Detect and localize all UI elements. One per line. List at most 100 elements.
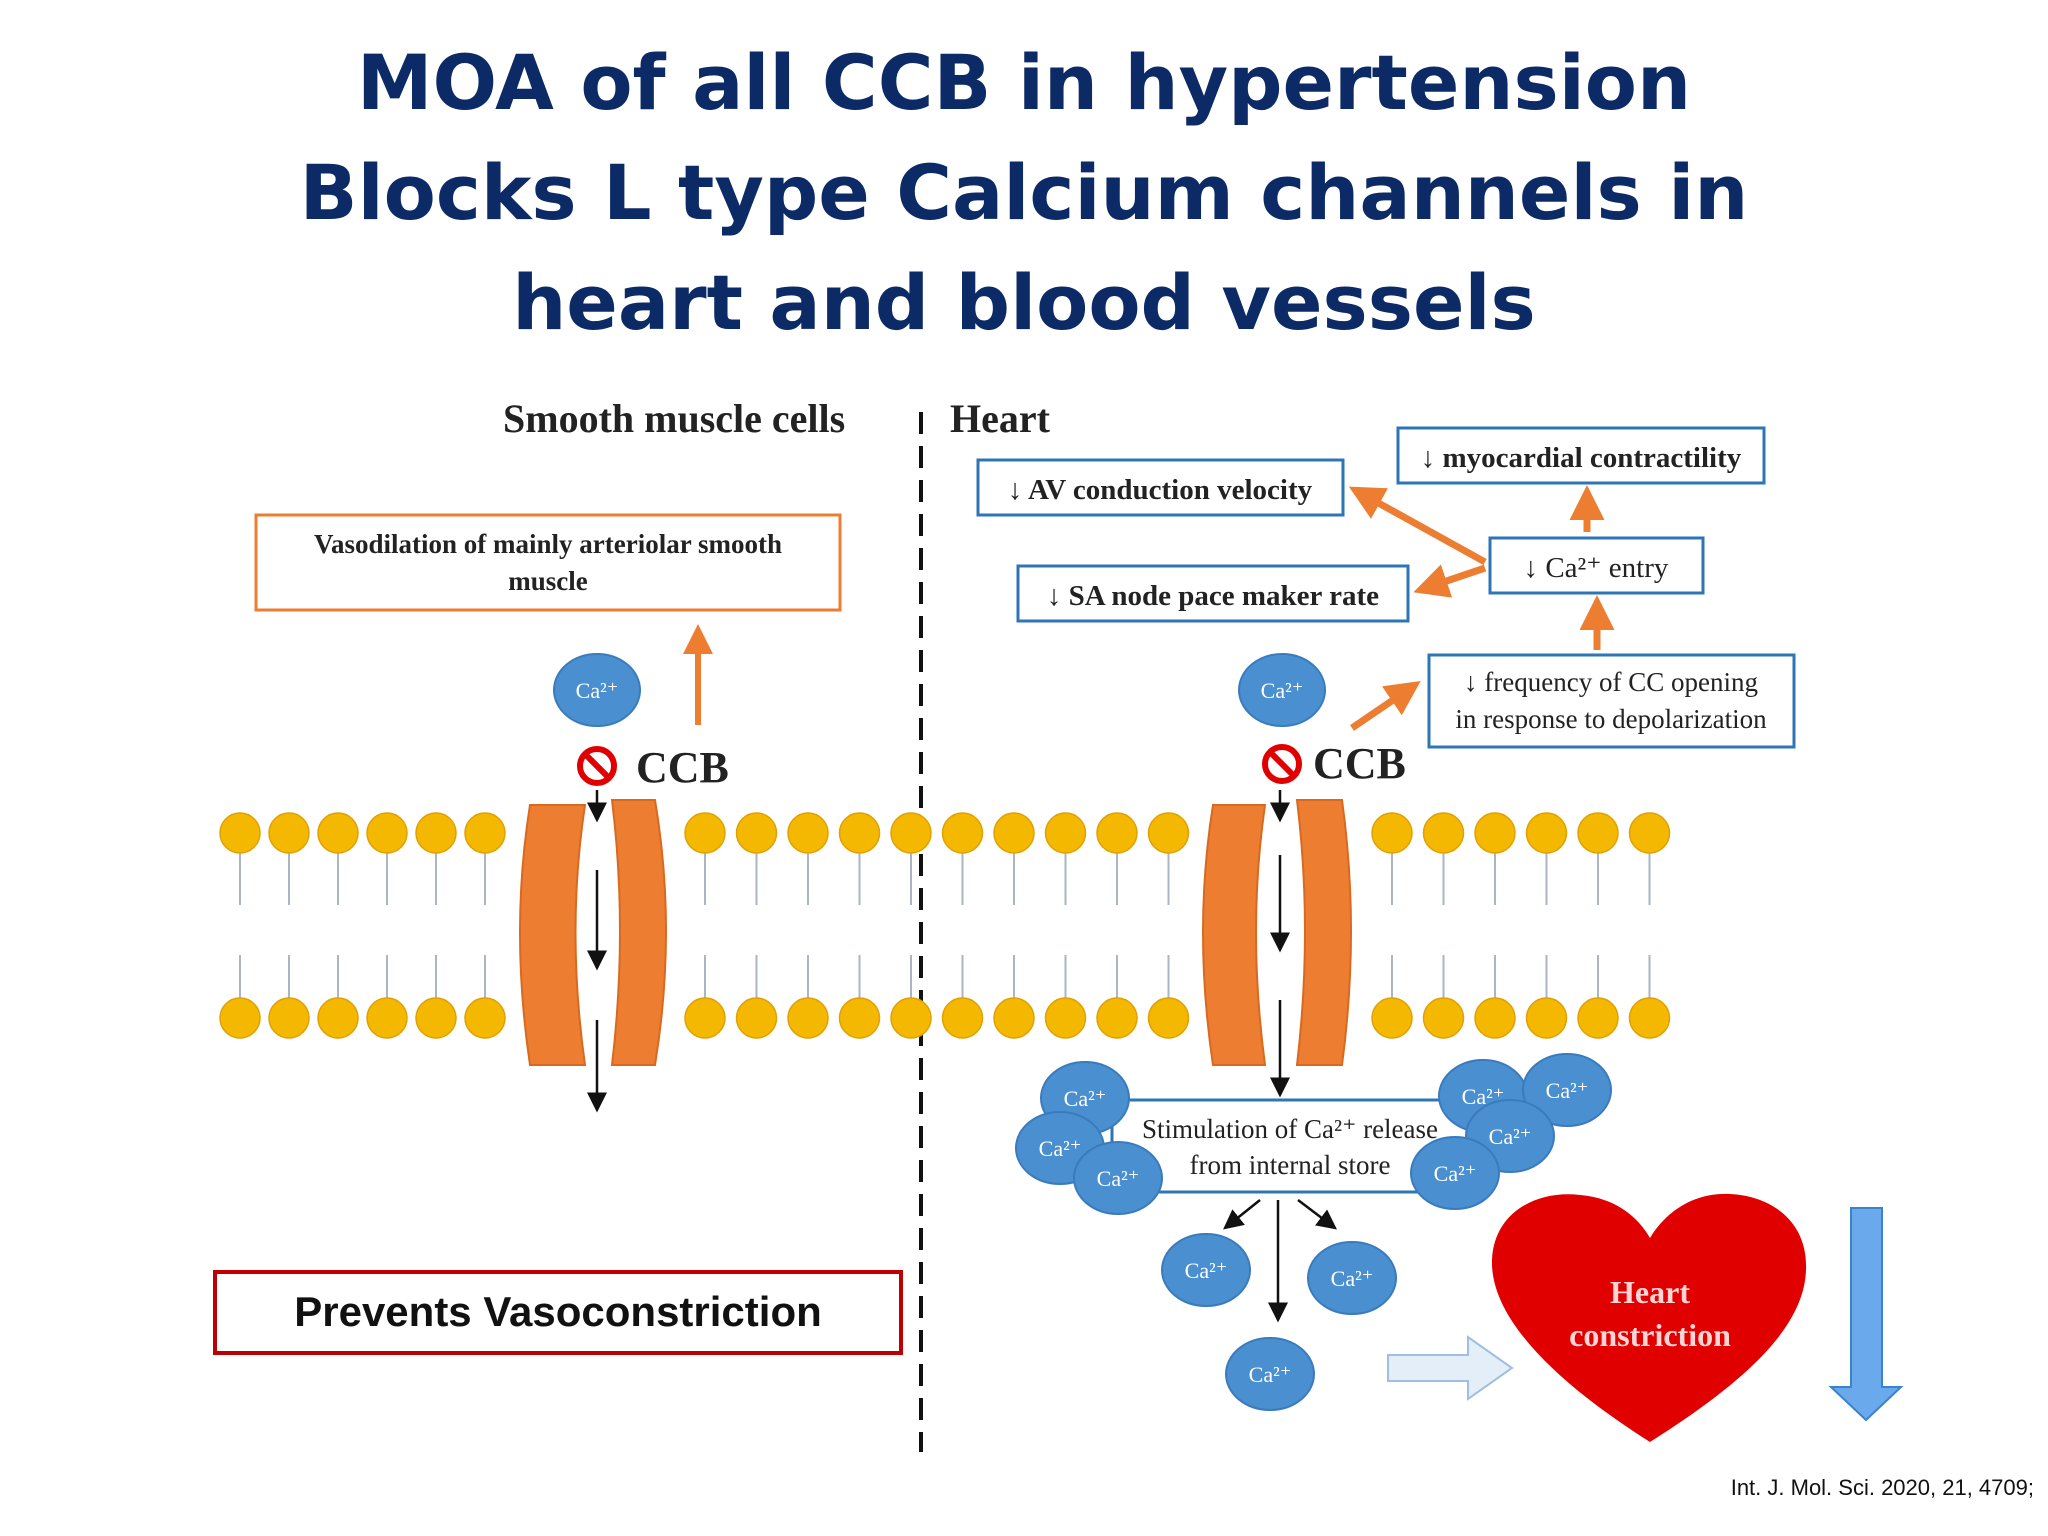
- lipid-head: [464, 997, 506, 1039]
- av-conduction-text: ↓ AV conduction velocity: [1008, 474, 1313, 506]
- lipid-head: [1147, 812, 1190, 854]
- frequency-text-1: ↓ frequency of CC opening: [1464, 667, 1758, 697]
- arrow-to-heart: [1387, 1335, 1514, 1401]
- vasodilation-text-2: muscle: [508, 566, 588, 596]
- stimulation-box: [1110, 1098, 1469, 1194]
- svg-text:Ca²⁺: Ca²⁺: [1489, 1124, 1532, 1149]
- arrow-to-sa: [1413, 564, 1487, 598]
- svg-text:Ca²⁺: Ca²⁺: [1434, 1161, 1477, 1186]
- lipid-head: [890, 997, 932, 1039]
- lipid-head: [1371, 812, 1413, 854]
- lipid-head: [787, 812, 829, 854]
- ca-ion-left: Ca²⁺: [553, 653, 641, 727]
- lipid-head: [1474, 812, 1516, 854]
- frequency-text-2: in response to depolarization: [1455, 704, 1767, 734]
- svg-text:Ca²⁺: Ca²⁺: [1097, 1166, 1140, 1191]
- lipid-head: [1525, 997, 1568, 1039]
- lipid-head: [1422, 997, 1465, 1039]
- lipid-head: [1044, 997, 1087, 1039]
- lipid-head: [735, 997, 778, 1039]
- lipid-head: [1371, 997, 1413, 1039]
- lipid-head: [219, 997, 261, 1039]
- myocardial-box: [1396, 426, 1766, 485]
- lipid-head: [993, 997, 1035, 1039]
- released-ions: Ca²⁺ Ca²⁺ Ca²⁺: [1161, 1233, 1397, 1411]
- lipid-head: [1096, 812, 1138, 854]
- block-icon-left: [577, 746, 617, 786]
- lipid-head: [268, 997, 310, 1039]
- lipid-tails: [239, 852, 1651, 1000]
- lipid-head: [1474, 997, 1516, 1039]
- lipid-head: [317, 997, 359, 1039]
- lipid-head: [838, 812, 881, 854]
- ca-entry-text: ↓ Ca²⁺ entry: [1524, 552, 1669, 584]
- sa-node-text: ↓ SA node pace maker rate: [1047, 580, 1379, 612]
- lipid-head: [993, 812, 1035, 854]
- heart-text-2: constriction: [1569, 1317, 1731, 1353]
- lipid-head: [1577, 997, 1619, 1039]
- av-conduction-box: [976, 458, 1345, 517]
- ccb-label-left: CCB: [636, 743, 729, 792]
- heart-text-1: Heart: [1610, 1274, 1690, 1310]
- svg-text:Ca²⁺: Ca²⁺: [1261, 678, 1304, 703]
- calcium-channel-right: [1202, 799, 1352, 1066]
- lipid-head: [838, 997, 881, 1039]
- ca-entry-box: [1488, 536, 1705, 595]
- release-arrow-right: [1297, 1199, 1337, 1230]
- svg-text:Ca²⁺: Ca²⁺: [1546, 1078, 1589, 1103]
- internal-store-ions: Ca²⁺Ca²⁺Ca²⁺Ca²⁺Ca²⁺Ca²⁺Ca²⁺: [1015, 1053, 1612, 1215]
- arrow-to-frequency: [1350, 681, 1421, 731]
- ca-ion: Ca²⁺: [1410, 1136, 1500, 1210]
- svg-text:Ca²⁺: Ca²⁺: [1185, 1258, 1228, 1283]
- lipid-head: [268, 812, 310, 854]
- ca-ion: Ca²⁺: [1225, 1337, 1315, 1411]
- lipid-head: [941, 997, 984, 1039]
- lipid-head: [684, 997, 726, 1039]
- lipid-head: [317, 812, 359, 854]
- svg-text:Ca²⁺: Ca²⁺: [576, 678, 619, 703]
- ccb-label-right: CCB: [1313, 739, 1406, 788]
- stimulation-text-1: Stimulation of Ca²⁺ release: [1142, 1114, 1438, 1144]
- svg-text:Ca²⁺: Ca²⁺: [1249, 1362, 1292, 1387]
- title-line-1: MOA of all CCB in hypertension: [356, 38, 1692, 127]
- heart-shape: [1491, 1193, 1807, 1442]
- section-heart: Heart: [950, 396, 1051, 441]
- lipid-head: [890, 812, 932, 854]
- arrow-to-av: [1348, 486, 1487, 566]
- block-icon-right: [1262, 744, 1302, 784]
- ca-ion: Ca²⁺: [1073, 1141, 1163, 1215]
- ca-ion: Ca²⁺: [1522, 1053, 1612, 1127]
- lipid-head: [219, 812, 261, 854]
- lipid-head: [684, 812, 726, 854]
- lipid-head: [1044, 812, 1087, 854]
- slide-title: MOA of all CCB in hypertension Blocks L …: [0, 28, 2048, 358]
- svg-text:Ca²⁺: Ca²⁺: [1064, 1086, 1107, 1111]
- vasodilation-text-1: Vasodilation of mainly arteriolar smooth: [314, 529, 782, 559]
- lipid-heads: [219, 812, 1671, 1039]
- lipid-head: [1628, 812, 1671, 854]
- svg-text:Ca²⁺: Ca²⁺: [1331, 1266, 1374, 1291]
- release-arrow-left: [1223, 1199, 1261, 1230]
- prevents-vasoconstriction-box: [213, 1270, 903, 1355]
- lipid-head: [1628, 997, 1671, 1039]
- calcium-channel-left: [519, 799, 667, 1066]
- lipid-head: [1577, 812, 1619, 854]
- ca-ion: Ca²⁺: [1307, 1241, 1397, 1315]
- sa-node-box: [1016, 564, 1410, 623]
- lipid-head: [787, 997, 829, 1039]
- lipid-head: [415, 812, 457, 854]
- decrease-arrow: [1828, 1207, 1904, 1422]
- myocardial-text: ↓ myocardial contractility: [1421, 442, 1742, 474]
- title-line-3: heart and blood vessels: [512, 258, 1536, 347]
- svg-text:Ca²⁺: Ca²⁺: [1039, 1136, 1082, 1161]
- lipid-head: [366, 812, 408, 854]
- lipid-head: [464, 812, 506, 854]
- lipid-head: [366, 997, 408, 1039]
- ca-ion: Ca²⁺: [1161, 1233, 1251, 1307]
- lipid-head: [1422, 812, 1465, 854]
- lipid-head: [941, 812, 984, 854]
- citation: Int. J. Mol. Sci. 2020, 21, 4709;: [1730, 1475, 2034, 1500]
- prevents-vasoconstriction-text: Prevents Vasoconstriction: [294, 1288, 822, 1335]
- vasodilation-box: [254, 513, 842, 612]
